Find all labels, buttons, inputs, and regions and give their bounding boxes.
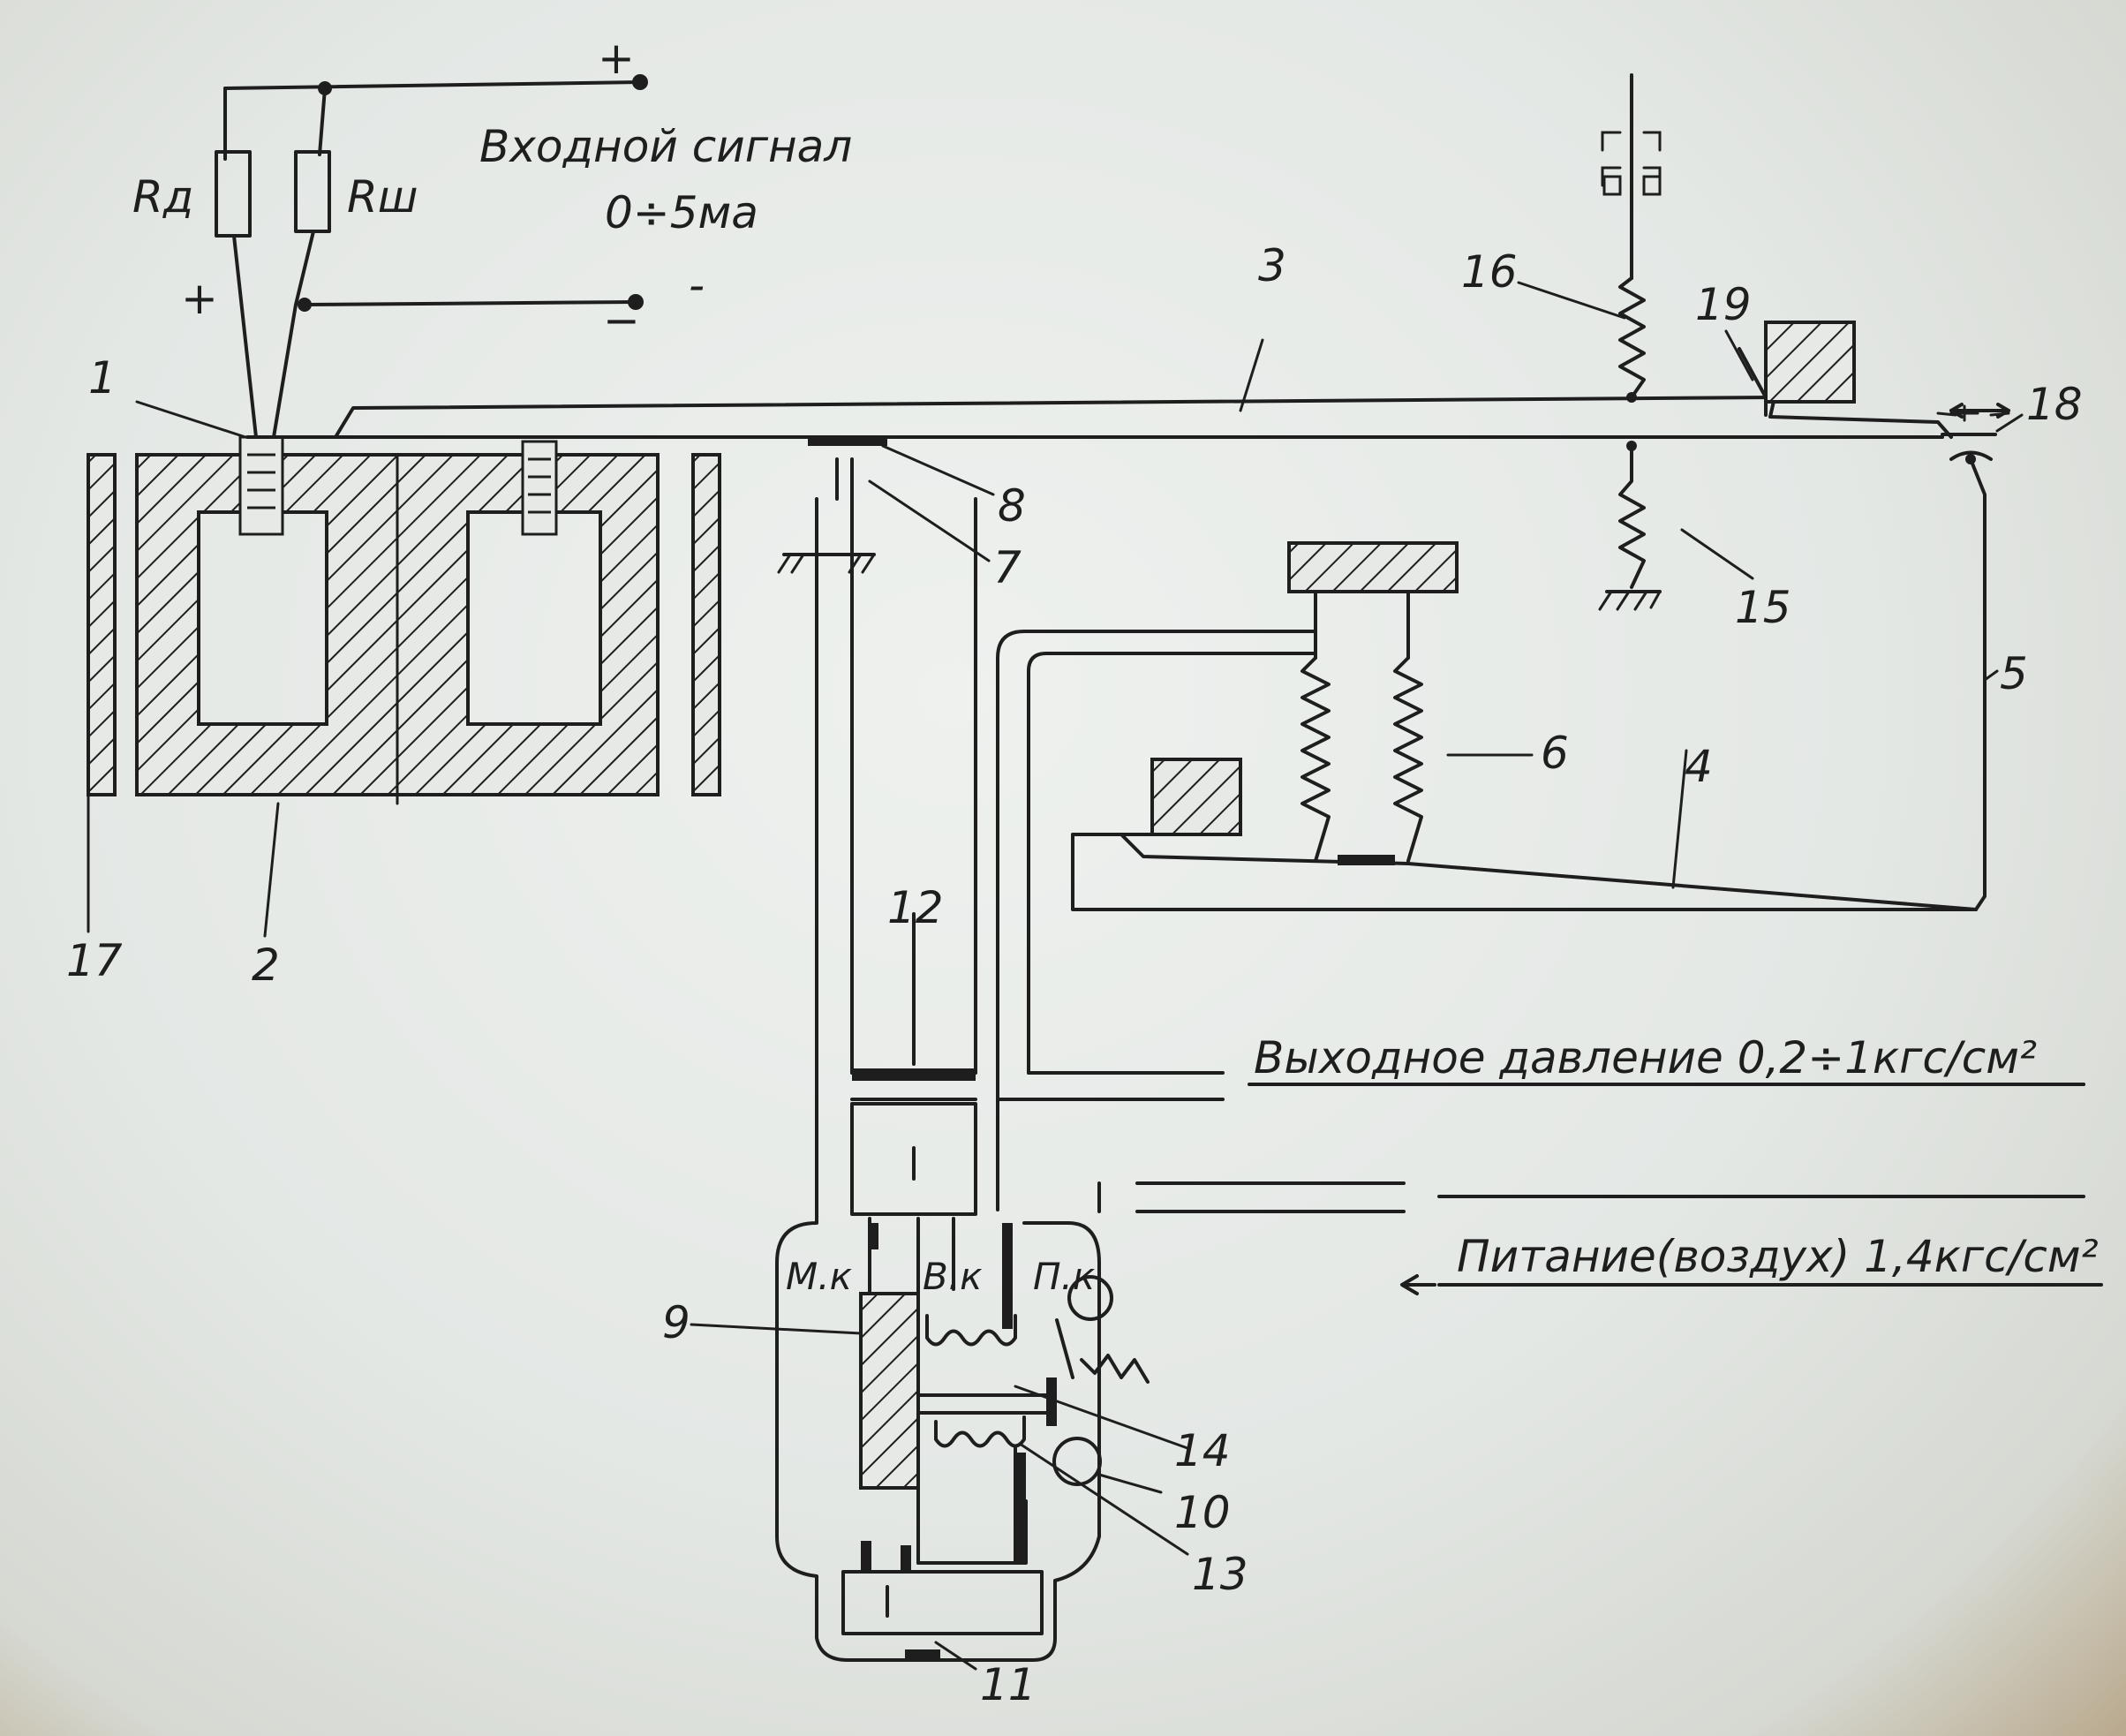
side-plate-right	[691, 453, 721, 796]
part-number-3: 3	[1258, 240, 1286, 291]
output-pressure-label: Выходное давление 0,2÷1кгс/см²	[1254, 1032, 2037, 1083]
spring-16	[1601, 73, 1662, 403]
part-number-17: 17	[66, 935, 123, 986]
part-number-5: 5	[2000, 648, 2028, 699]
caption-lines	[1252, 403, 2103, 1295]
part-number-18: 18	[2026, 379, 2083, 430]
part-number-1: 1	[88, 352, 117, 404]
terminal-plus	[632, 74, 648, 90]
plus-left-label: +	[181, 273, 218, 324]
part-number-12: 12	[887, 882, 944, 933]
rod-5	[1969, 457, 1987, 911]
input-circuit	[215, 74, 648, 439]
ball-valve-10	[1052, 1437, 1102, 1486]
resistor-rsh	[294, 150, 331, 233]
stop-19	[1738, 321, 1856, 417]
ball-valve-upper	[1067, 1275, 1113, 1321]
minus-right-label: -	[689, 260, 705, 311]
bellows-assembly	[1071, 541, 1978, 911]
labels: Входной сигнал 0÷5ма Выходное давление 0…	[66, 33, 2099, 1710]
resistor-rd-label: Rд	[132, 171, 193, 223]
supply-label: Питание(воздух) 1,4кгс/см²	[1457, 1231, 2099, 1282]
plus-top-label: +	[598, 33, 635, 84]
part-number-16: 16	[1461, 246, 1518, 298]
part-number-13: 13	[1192, 1549, 1248, 1600]
part-number-11: 11	[980, 1659, 1037, 1710]
flapper-8	[808, 437, 887, 446]
part-number-6: 6	[1541, 728, 1569, 779]
chamber-v-label: В.к	[923, 1255, 983, 1298]
lever-3	[245, 396, 1953, 446]
side-plate-left	[87, 453, 117, 796]
input-signal-label: Входной сигнал	[479, 121, 852, 172]
part-number-7: 7	[993, 542, 1022, 593]
chamber-m-label: М.к	[786, 1255, 853, 1298]
part-number-10: 10	[1174, 1487, 1231, 1538]
part-number-4: 4	[1685, 741, 1713, 792]
part-number-15: 15	[1735, 582, 1791, 633]
part-number-2: 2	[252, 940, 280, 991]
amplifier	[775, 1181, 1150, 1662]
terminal-minus	[628, 294, 644, 310]
coil-right	[521, 440, 558, 536]
part-number-19: 19	[1695, 279, 1752, 330]
resistor-rd	[215, 150, 252, 238]
resistor-rsh-label: Rш	[347, 171, 418, 223]
part-number-8: 8	[998, 480, 1026, 532]
spring-15	[1598, 441, 1662, 611]
minus-bottom-label: −	[603, 295, 640, 346]
input-signal-range: 0÷5ма	[605, 187, 758, 238]
leader-lines	[87, 281, 2024, 1671]
part-number-9: 9	[662, 1297, 690, 1348]
magnet-system	[87, 435, 721, 805]
membrane-springs	[925, 1314, 1026, 1448]
chamber-p-label: П.к	[1033, 1255, 1096, 1298]
coil-1	[238, 435, 284, 536]
part-number-14: 14	[1174, 1425, 1231, 1476]
